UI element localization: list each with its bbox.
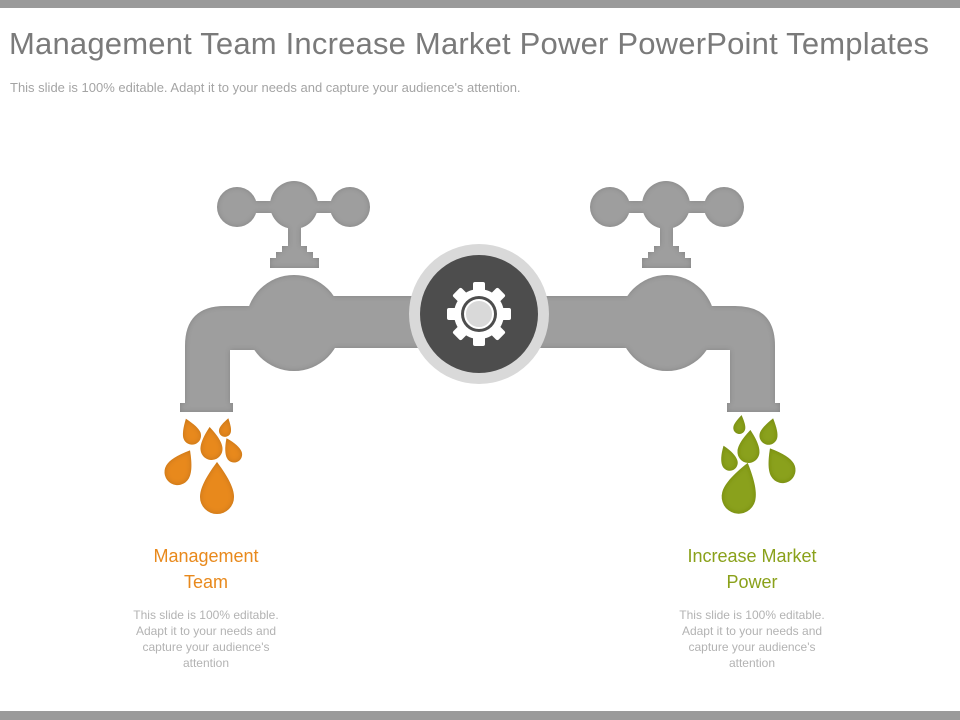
- drop-icon: [759, 418, 778, 445]
- bottom-border-bar: [0, 711, 960, 720]
- right-drops: [721, 415, 796, 514]
- drop-icon: [721, 462, 756, 514]
- drop-icon: [737, 430, 760, 463]
- center-gear-hub: [409, 244, 549, 384]
- drop-icon: [200, 427, 223, 460]
- drop-icon: [225, 438, 243, 463]
- slide-title: Management Team Increase Market Power Po…: [9, 26, 930, 61]
- top-border-bar: [0, 0, 960, 8]
- management-team-description: This slide is 100% editable. Adapt it to…: [133, 608, 279, 670]
- drop-icon: [218, 418, 232, 437]
- drop-icon: [733, 415, 746, 434]
- management-team-label: Management Team: [153, 546, 259, 592]
- drop-icon: [164, 450, 192, 486]
- drop-icon: [768, 448, 796, 484]
- slide-subtitle: This slide is 100% editable. Adapt it to…: [10, 80, 521, 95]
- increase-market-power-label: Increase Market Power: [687, 546, 817, 592]
- left-faucet-icon: [180, 181, 425, 412]
- right-faucet-icon: [535, 181, 780, 412]
- increase-market-power-description: This slide is 100% editable. Adapt it to…: [679, 608, 825, 670]
- left-drops: [164, 418, 243, 514]
- drop-icon: [721, 445, 738, 471]
- drop-icon: [200, 462, 234, 514]
- drop-icon: [182, 418, 202, 445]
